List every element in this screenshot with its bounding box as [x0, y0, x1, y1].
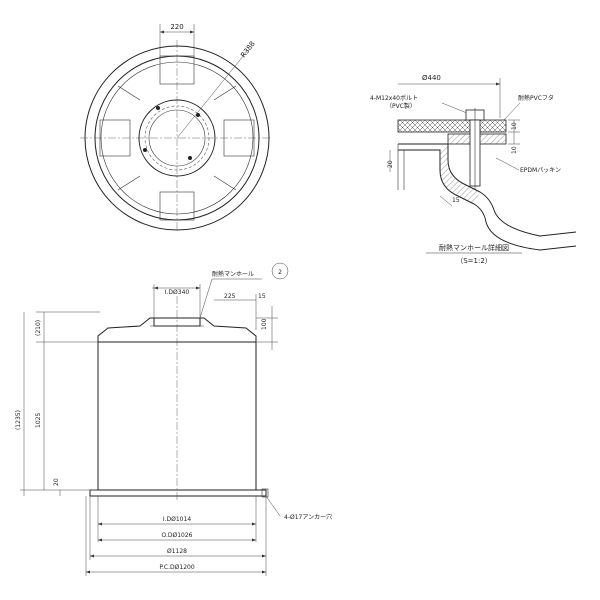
anchor-label: 4-Ø17アンカー穴	[284, 513, 332, 521]
dim-225: 225	[224, 293, 236, 300]
manhole-inner-circle	[148, 109, 206, 167]
dim-100: 100	[261, 318, 268, 330]
manhole-label: 耐熱マンホール	[212, 270, 254, 278]
callout-circle	[271, 262, 289, 280]
dim-220: 220	[170, 23, 183, 31]
manhole-detail-view: Ø440 4-M12x40ボルト （PVC製） 耐熱PVCフタ 10 10	[370, 74, 577, 265]
bolt-hole	[188, 156, 192, 160]
cover-label: 耐熱PVCフタ	[518, 94, 554, 102]
dim-base: Ø1128	[167, 548, 187, 555]
dim-15: 15	[258, 293, 266, 300]
pvc-cover	[397, 119, 507, 133]
dim-cover-10: 10	[511, 122, 518, 130]
dim-1235: (1235)	[15, 410, 22, 430]
detail-title: 耐熱マンホール詳細図	[439, 243, 509, 252]
bolt-label: 4-M12x40ボルト	[370, 94, 418, 102]
dim-od: O.DØ1026	[162, 532, 193, 539]
dim-210: (210)	[35, 320, 42, 336]
dim-side-20: 20	[387, 160, 394, 168]
elevation-view: 耐熱マンホール 2 I.DØ340 225 15 100	[15, 262, 332, 576]
bolt-hole	[143, 148, 147, 152]
detail-scale: （S=1:2）	[456, 257, 492, 265]
manhole-outer-circle	[138, 99, 216, 177]
dim-440: Ø440	[422, 74, 441, 82]
dim-pcd: P.C.DØ1200	[159, 564, 194, 571]
dim-20: 20	[53, 478, 60, 486]
packing-label: EPDMパッキン	[520, 167, 561, 174]
dim-corner-15: 15	[452, 197, 460, 204]
base-flange	[89, 489, 267, 497]
top-view: 220 R388	[80, 23, 270, 232]
dim-1025: 1025	[35, 413, 42, 428]
callout-number: 2	[278, 269, 282, 276]
bolt-material-label: （PVC製）	[386, 102, 416, 110]
bolt-hole	[156, 106, 160, 110]
tank-inner-circle	[100, 61, 254, 215]
dim-flange-10: 10	[511, 146, 518, 154]
dim-id: I.DØ1014	[163, 516, 191, 523]
dim-r388: R388	[239, 40, 257, 59]
top-ribs	[99, 55, 255, 221]
dim-manhole-id: I.DØ340	[165, 289, 190, 296]
bolt-hole	[196, 113, 200, 117]
tank-wall-outer	[398, 143, 577, 237]
outer-flange-circle	[84, 45, 270, 231]
